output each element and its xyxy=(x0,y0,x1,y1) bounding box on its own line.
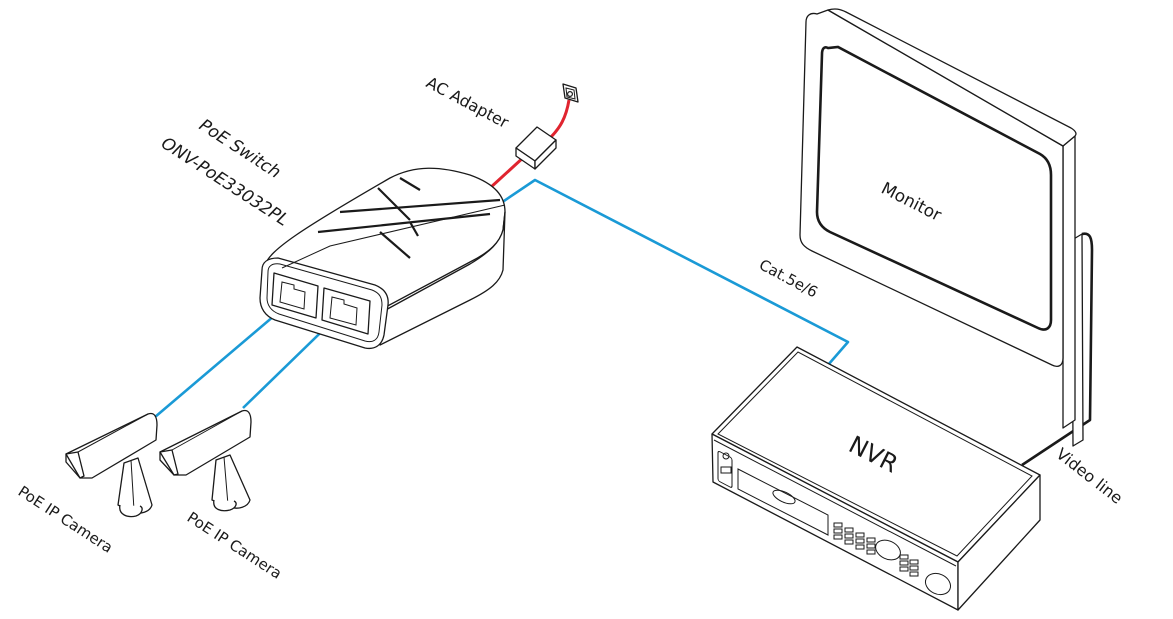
video-cable xyxy=(1021,232,1094,467)
power-cable-switch xyxy=(488,154,527,190)
nvr-buttons xyxy=(833,522,919,577)
monitor xyxy=(799,8,1084,447)
poe-switch xyxy=(259,167,506,350)
camera-2-label: PoE IP Camera xyxy=(184,508,285,582)
power-cable-outlet xyxy=(548,99,571,140)
ethernet-cable-nvr xyxy=(497,178,850,366)
nvr xyxy=(711,346,1041,611)
ethernet-port-1 xyxy=(271,272,319,319)
ip-camera-1 xyxy=(65,412,158,518)
adapter-label: AC Adapter xyxy=(423,73,512,132)
wall-outlet-icon xyxy=(562,83,579,103)
ethernet-cable-label: Cat.5e/6 xyxy=(756,256,821,302)
ethernet-port-2 xyxy=(321,287,371,335)
video-line-label: Video line xyxy=(1053,444,1127,507)
ip-camera-2 xyxy=(159,409,252,512)
ac-adapter xyxy=(515,126,557,170)
monitor-screen xyxy=(815,45,1053,331)
camera-1-label: PoE IP Camera xyxy=(15,482,116,556)
